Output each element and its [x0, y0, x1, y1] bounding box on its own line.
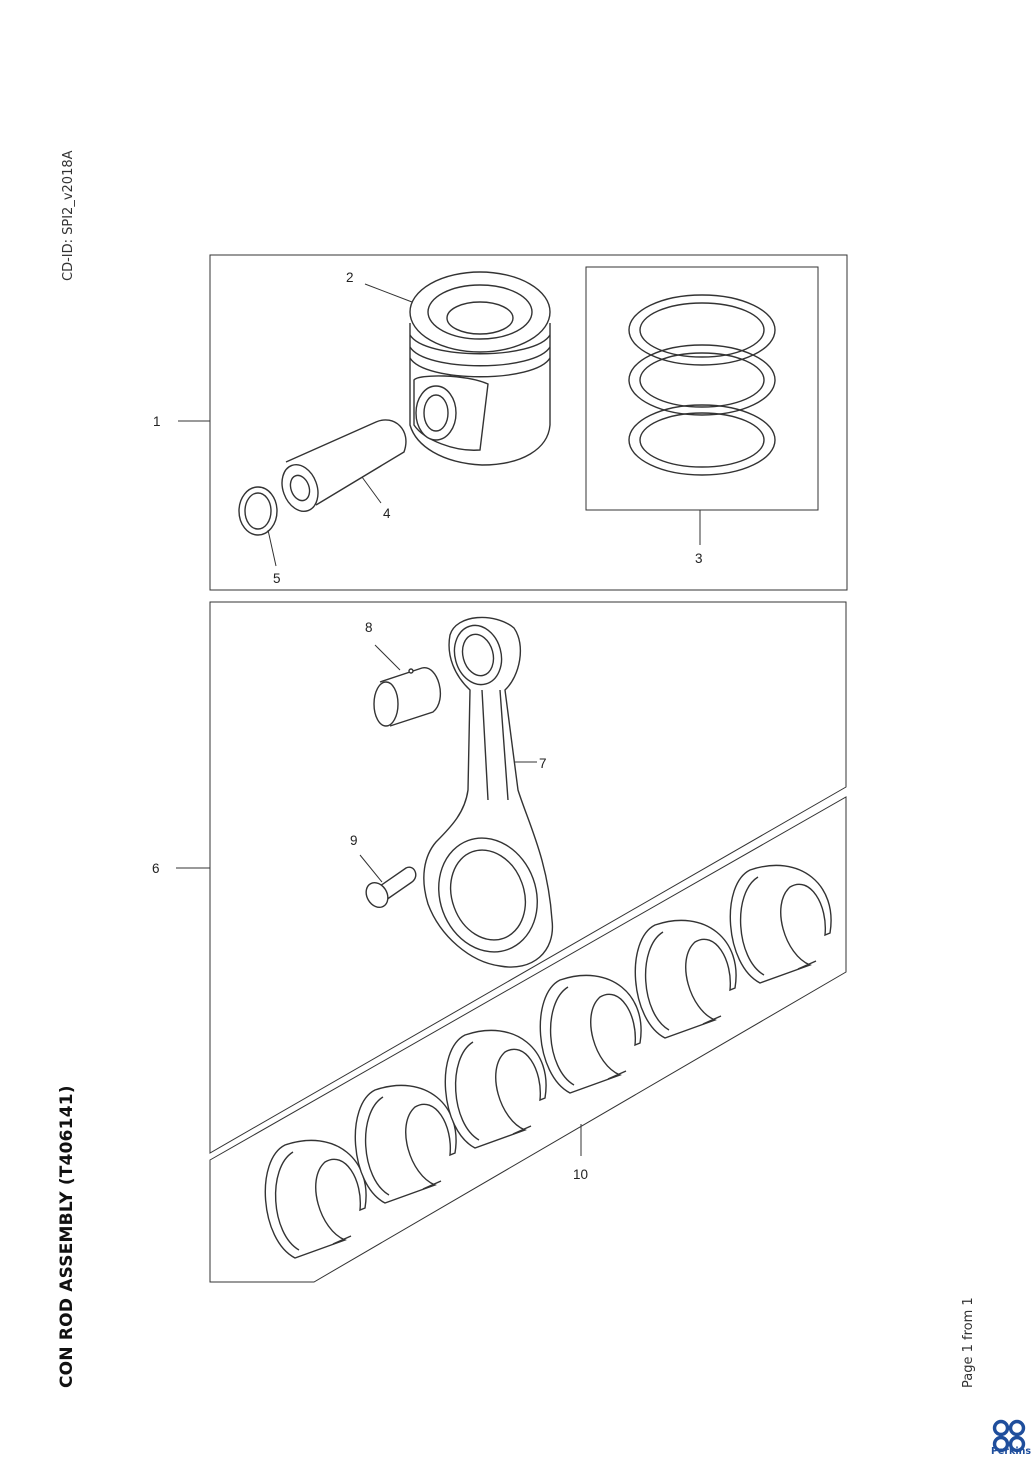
- bearing-shell: [354, 1084, 457, 1204]
- bearing-shells-drawing: [264, 864, 832, 1259]
- callout-10: 10: [573, 1167, 588, 1182]
- bearing-shell: [729, 864, 832, 984]
- piston-drawing: [409, 271, 551, 466]
- bearing-shell: [539, 974, 642, 1094]
- con-rod-box: [209, 601, 847, 1154]
- callout-6: 6: [152, 861, 160, 876]
- bearing-shell: [634, 919, 737, 1039]
- bearing-box: [209, 796, 847, 1283]
- bearing-shell: [444, 1029, 547, 1149]
- con-rod-bolt-drawing: [365, 866, 417, 909]
- callout-8: 8: [365, 620, 373, 635]
- callout-9: 9: [350, 833, 358, 848]
- callout-5: 5: [273, 571, 281, 586]
- callout-2: 2: [346, 270, 354, 285]
- piston-pin-drawing: [281, 419, 407, 512]
- small-end-bush-drawing: [373, 667, 442, 727]
- callout-1: 1: [153, 414, 161, 429]
- piston-kit-box: [209, 254, 848, 591]
- piston-rings-drawing: [628, 294, 776, 476]
- callout-7: 7: [539, 756, 547, 771]
- perkins-logo-icon: [992, 1419, 1026, 1453]
- bearing-shell: [264, 1139, 367, 1259]
- callout-4: 4: [383, 506, 391, 521]
- circlip-drawing: [238, 486, 278, 536]
- ring-set-box: [585, 266, 819, 511]
- con-rod-drawing: [423, 616, 554, 968]
- brand-name: Perkins: [990, 1446, 1032, 1457]
- callout-3: 3: [695, 551, 703, 566]
